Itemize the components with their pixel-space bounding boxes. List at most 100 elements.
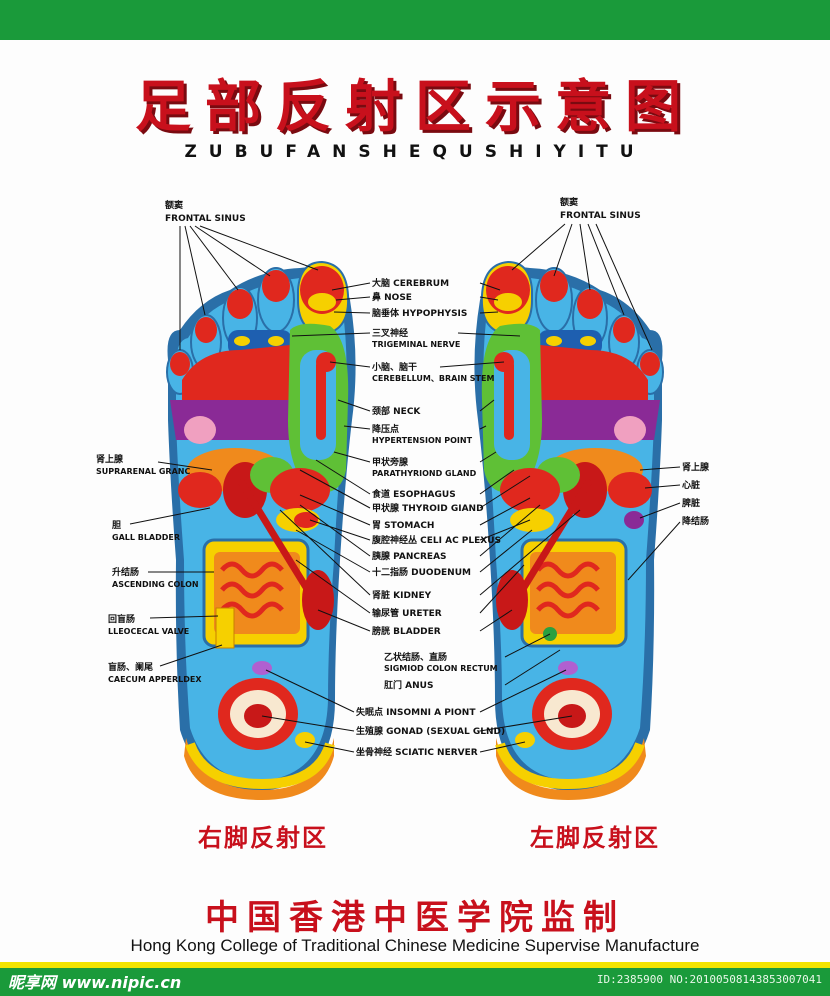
frontal-sinus-right-cn: 额窦	[560, 196, 578, 208]
leader-line-right-9	[479, 475, 531, 509]
center-label-15: 输尿管 URETER	[372, 607, 442, 619]
leader-line-right-12	[479, 504, 541, 557]
watermark-logo: 昵享网 www.nipic.cn	[8, 973, 182, 992]
leader-line-left-21	[304, 741, 355, 753]
leader-line-left-16	[317, 609, 371, 632]
center-label-20: 生殖腺 GONAD (SEXUAL GLND)	[356, 725, 505, 737]
center-label-9: 甲状腺 THYROID GIAND	[372, 502, 484, 514]
label-heart: 心脏	[682, 479, 700, 491]
frontal-sinus-right-en: FRONTAL SINUS	[560, 211, 641, 221]
leader-line-right-8	[479, 469, 515, 495]
leader-line-right-13	[479, 529, 533, 573]
leader-line-left-12	[299, 504, 371, 557]
leader-line-left-6	[343, 425, 371, 430]
left-foot	[474, 260, 664, 800]
leader-line-right-20	[479, 715, 573, 732]
label-suprarenal-cn: 肾上腺	[96, 453, 124, 465]
label-gall-cn: 胆	[112, 520, 121, 531]
leader-line-right-15	[479, 564, 525, 614]
center-label-14: 肾脏 KIDNEY	[372, 589, 432, 601]
leader-line-right-6	[479, 425, 487, 430]
label-right-suprarenal: 肾上腺	[682, 461, 710, 473]
center-label-10: 胃 STOMACH	[372, 520, 434, 531]
right-side-label-list: 肾上腺 心脏 脾脏 降结肠	[627, 461, 710, 581]
leader-line-right-0	[479, 282, 501, 291]
label-caecum-en: CAECUM APPERLDEX	[108, 675, 202, 684]
frontal-sinus-right-group: 额窦 FRONTAL SINUS	[511, 196, 653, 351]
label-ileocecal-en: LLEOCECAL VALVE	[108, 627, 189, 636]
label-ileocecal-cn: 回盲肠	[108, 613, 135, 625]
label-ascending-en: ASCENDING COLON	[112, 580, 199, 589]
leader-line-right-3	[457, 332, 521, 337]
leader-line-left-5	[337, 399, 371, 412]
leader-line-left-20	[261, 715, 355, 732]
frontal-sinus-left-en: FRONTAL SINUS	[165, 214, 246, 224]
label-ascending-cn: 升结肠	[112, 566, 139, 578]
left-side-label-list: 肾上腺 SUPRARENAL GRANC 胆 GALL BLADDER 升结肠 …	[96, 453, 223, 684]
leader-line-right-1	[479, 296, 499, 301]
college-name-cn: 中国香港中医学院监制	[205, 898, 625, 938]
college-name-en: Hong Kong College of Traditional Chinese…	[130, 936, 700, 955]
leader-line-right-14	[479, 509, 581, 596]
center-label-0: 大脑 CEREBRUM	[372, 277, 449, 289]
leader-line-right-5	[479, 399, 495, 412]
right-foot	[166, 260, 356, 800]
top-green-bar	[0, 0, 830, 40]
label-gall-en: GALL BLADDER	[112, 533, 180, 542]
right-foot-caption: 右脚反射区	[198, 823, 328, 852]
center-label-8: 食道 ESOPHAGUS	[371, 488, 456, 500]
leader-line-left-1	[335, 296, 371, 301]
left-foot-caption: 左脚反射区	[530, 823, 660, 852]
center-label-21: 坐骨神经 SCIATIC NERVER	[356, 746, 478, 758]
leader-line-right-7	[479, 451, 497, 463]
label-caecum-cn: 盲肠、阑尾	[108, 661, 153, 673]
leader-line-left-4	[329, 361, 371, 368]
label-descending-colon: 降结肠	[682, 515, 709, 527]
label-spleen: 脾脏	[681, 497, 700, 509]
leader-line-left-10	[299, 494, 371, 526]
center-label-12: 胰腺 PANCREAS	[372, 550, 447, 562]
frontal-sinus-left-group: 额窦 FRONTAL SINUS	[165, 199, 319, 350]
leader-line-right-4	[439, 361, 505, 368]
center-label-11: 腹腔神经丛 CELI AC PLEXUS	[371, 534, 501, 546]
leader-line-left-15	[295, 559, 371, 614]
leader-line-right-16	[479, 609, 513, 632]
leader-line-right-17	[504, 633, 551, 658]
leader-line-left-19	[265, 669, 355, 713]
pinyin-subtitle: ZUBUFANSHEQUSHIYITU	[184, 142, 646, 162]
leader-line-right-18	[504, 649, 561, 686]
leader-line-left-11	[309, 519, 371, 541]
poster-title: 足部反射区示意图	[135, 74, 695, 140]
center-label-18: 肛门 ANUS	[384, 679, 433, 691]
center-label-13: 十二指肠 DUODENUM	[372, 566, 471, 578]
leader-line-left-14	[279, 509, 371, 596]
leader-line-right-21	[479, 741, 526, 753]
center-label-16: 膀胱 BLADDER	[371, 625, 441, 637]
center-label-5: 颈部 NECK	[372, 405, 421, 417]
leader-line-left-8	[315, 459, 371, 495]
leader-line-left-0	[331, 282, 371, 291]
leader-line-right-11	[479, 519, 531, 541]
leader-line-left-2	[333, 311, 371, 314]
center-label-1: 鼻 NOSE	[372, 291, 412, 303]
label-suprarenal-en: SUPRARENAL GRANC	[96, 467, 190, 476]
center-label-19: 失眠点 INSOMNI A PIONT	[356, 706, 476, 718]
leader-line-left-7	[333, 451, 371, 463]
frontal-sinus-left-cn: 额窦	[165, 199, 183, 211]
bottom-green-bar	[0, 968, 830, 996]
watermark-id: ID:2385900 NO:20100508143853007041	[596, 973, 822, 986]
leader-line-left-3	[291, 332, 371, 337]
leader-line-right-19	[479, 669, 567, 713]
center-label-2: 脑垂体 HYPOPHYSIS	[371, 307, 467, 319]
bottom-yellow-line	[0, 962, 830, 968]
leader-line-right-2	[479, 311, 499, 314]
leader-line-right-10	[479, 497, 531, 526]
